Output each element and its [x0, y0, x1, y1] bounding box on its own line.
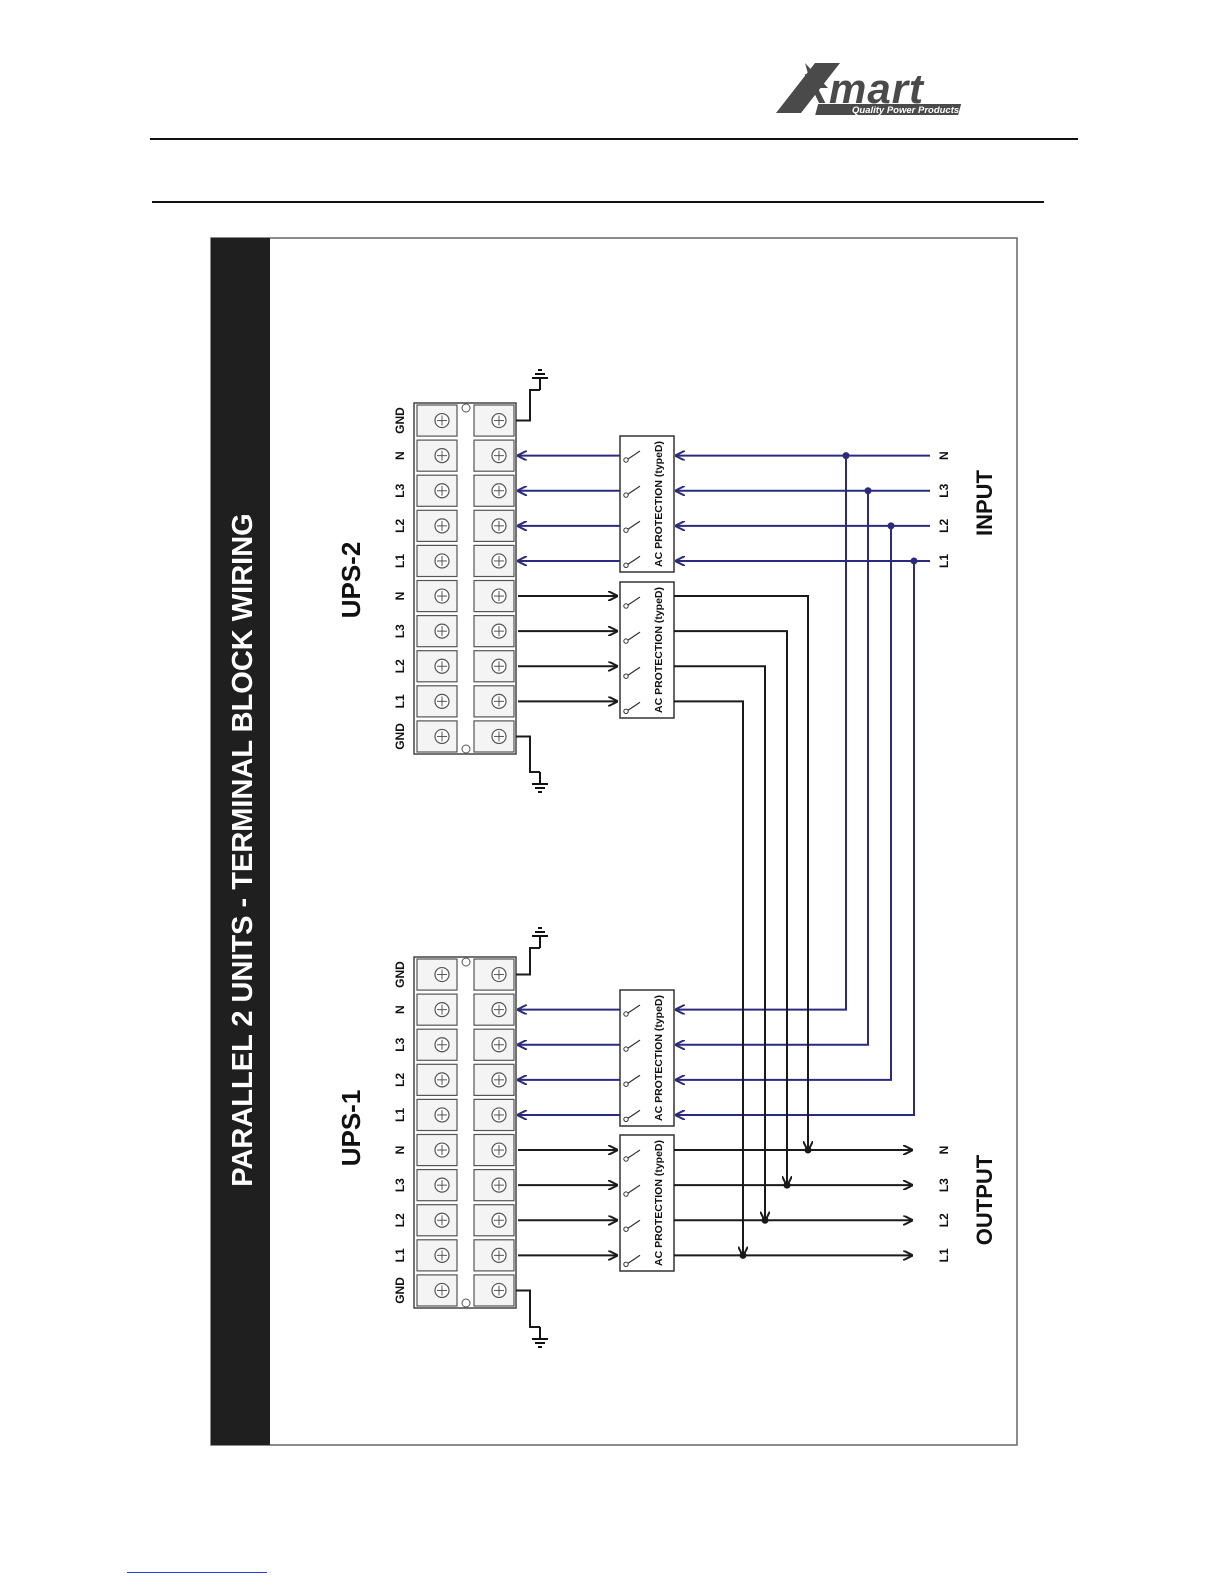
output-line-label-l3: L3 — [937, 1178, 951, 1192]
input-junction-l2 — [888, 522, 895, 529]
ups-1-terminal-label: GND — [393, 1277, 407, 1304]
output-junction-l2 — [762, 1217, 769, 1224]
ups-1-input-breaker-switch-contact — [624, 1082, 628, 1086]
input-line-label-l1: L1 — [937, 554, 951, 568]
ups-2-input-breaker — [620, 436, 674, 572]
ups-1-terminal-label: N — [393, 1146, 407, 1155]
ups-1-output-breaker — [620, 1135, 674, 1271]
ups-1-output-breaker-label: AC PROTECTION (typeD) — [653, 1140, 665, 1266]
ups-1-mount-hole — [462, 1299, 470, 1307]
ups-1-terminal-label: GND — [393, 961, 407, 988]
ups-2-input-breaker-label: AC PROTECTION (typeD) — [653, 441, 665, 567]
ups-2-mount-hole — [462, 404, 470, 412]
input-junction-l1 — [911, 557, 918, 564]
diagram-title: PARALLEL 2 UNITS - TERMINAL BLOCK WIRING — [227, 513, 259, 1186]
output-junction-l3 — [784, 1182, 791, 1189]
ups-2-terminal-label: L2 — [393, 659, 407, 673]
ups-2-terminal-label: N — [393, 592, 407, 601]
ups-2-terminal-label: L1 — [393, 694, 407, 708]
ups-1-terminal-label: N — [393, 1005, 407, 1014]
ups-2-label: UPS-2 — [336, 542, 366, 619]
ups-2-input-breaker-switch-contact — [624, 458, 628, 462]
ups-2-output-breaker-switch-contact — [624, 639, 628, 643]
ups-2-mount-hole — [462, 745, 470, 753]
xmart-logo: Xmart Quality Power Products — [776, 63, 961, 116]
ups-1-terminal-label: L2 — [393, 1213, 407, 1227]
ups-2-output-breaker-switch-contact — [624, 709, 628, 713]
ups-1-input-breaker-label: AC PROTECTION (typeD) — [653, 995, 665, 1121]
ups-1-label: UPS-1 — [336, 1090, 366, 1167]
ups-2-terminal-label: GND — [393, 723, 407, 750]
ups-1-terminal-label: L3 — [393, 1178, 407, 1192]
ups-1-output-breaker-switch-contact — [624, 1157, 628, 1161]
ups-2-output-breaker-label: AC PROTECTION (typeD) — [653, 587, 665, 713]
ups-1-input-breaker-switch-contact — [624, 1047, 628, 1051]
input-junction-l3 — [865, 487, 872, 494]
ups-2-terminal-label: L2 — [393, 519, 407, 533]
input-junction-n — [843, 452, 850, 459]
ups-1-output-breaker-switch-contact — [624, 1192, 628, 1196]
output-line-label-l2: L2 — [937, 1213, 951, 1227]
input-label: INPUT — [972, 469, 997, 536]
ups-1-mount-hole — [462, 958, 470, 966]
output-junction-l1 — [740, 1252, 747, 1259]
ups-1-terminal-label: L3 — [393, 1037, 407, 1051]
ups-1-output-breaker-switch-contact — [624, 1227, 628, 1231]
ups-1-input-breaker — [620, 990, 674, 1126]
ups-1-terminal-label: L1 — [393, 1248, 407, 1262]
ups-2-terminal-label: L3 — [393, 483, 407, 497]
input-line-label-l3: L3 — [937, 483, 951, 497]
input-line-label-l2: L2 — [937, 519, 951, 533]
input-line-label-n: N — [937, 451, 951, 460]
ups-2-input-breaker-switch-contact — [624, 563, 628, 567]
ups-2-input-breaker-switch-contact — [624, 493, 628, 497]
ups-2-terminal-label: L1 — [393, 554, 407, 568]
output-line-label-n: N — [937, 1146, 951, 1155]
ups-1-terminal-label: L2 — [393, 1073, 407, 1087]
ups-2-terminal-label: L3 — [393, 624, 407, 638]
ups-2-terminal-label: N — [393, 451, 407, 460]
ups-2-output-breaker — [620, 582, 674, 718]
ups-1-input-breaker-switch-contact — [624, 1117, 628, 1121]
ups-1-output-breaker-switch-contact — [624, 1262, 628, 1266]
output-line-label-l1: L1 — [937, 1248, 951, 1262]
ups-2-output-breaker-switch-contact — [624, 604, 628, 608]
output-junction-n — [805, 1147, 812, 1154]
output-label: OUTPUT — [972, 1154, 997, 1245]
ups-2-input-breaker-switch-contact — [624, 528, 628, 532]
diagram-frame — [211, 238, 1017, 1445]
ups-1-terminal-label: L1 — [393, 1108, 407, 1122]
logo-tagline: Quality Power Products — [852, 105, 959, 116]
ups-2-output-breaker-switch-contact — [624, 674, 628, 678]
ups-1-input-breaker-switch-contact — [624, 1012, 628, 1016]
ups-2-terminal-label: GND — [393, 407, 407, 434]
